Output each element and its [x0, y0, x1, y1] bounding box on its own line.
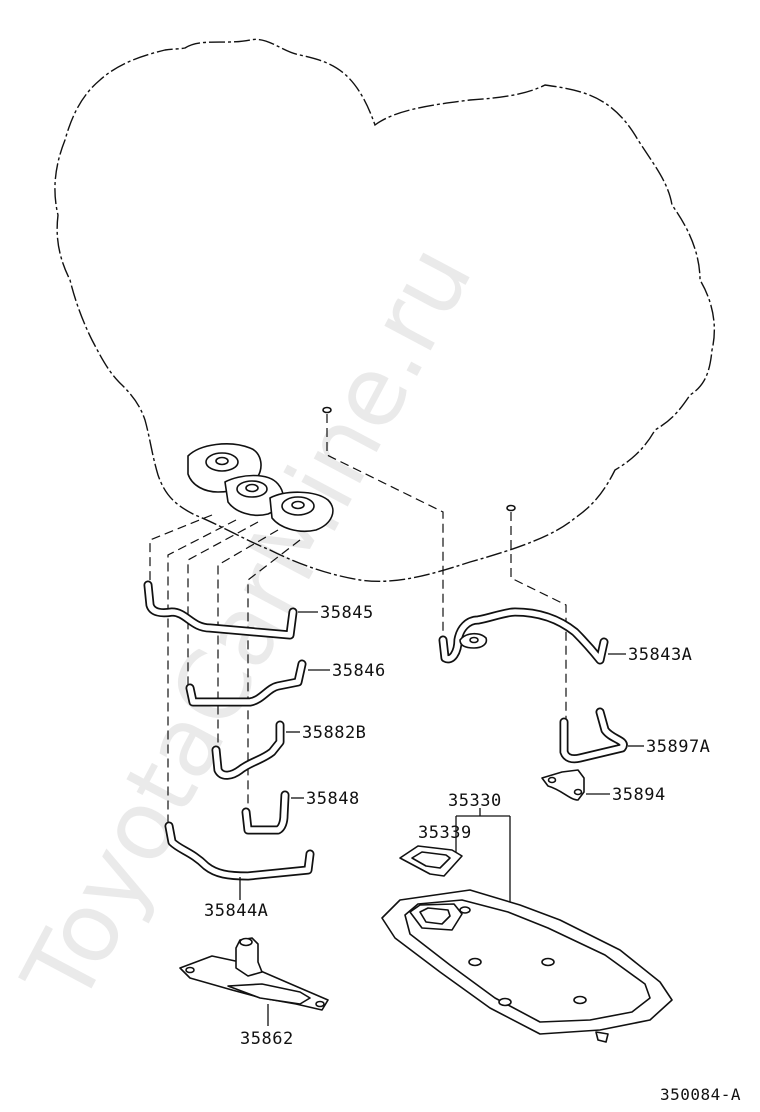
pipe-35897a — [559, 707, 628, 764]
label-35897a: 35897A — [646, 737, 710, 757]
pipe-35844a — [164, 821, 315, 881]
dowel-pin-left — [322, 406, 332, 414]
label-35882b: 35882B — [302, 723, 366, 743]
label-35894: 35894 — [612, 785, 666, 805]
label-35843a: 35843A — [628, 645, 692, 665]
pipe-35848 — [241, 790, 290, 835]
label-35845: 35845 — [320, 603, 374, 623]
pipe-35843a — [438, 607, 609, 665]
bracket-35894 — [541, 769, 585, 801]
label-35339: 35339 — [418, 823, 472, 843]
pipe-35845 — [143, 580, 298, 640]
transmission-case-outline — [54, 38, 715, 583]
gasket-35339 — [399, 845, 463, 877]
bracket-35862 — [179, 937, 329, 1011]
label-35330: 35330 — [448, 791, 502, 811]
figure-id: 350084-A — [660, 1085, 741, 1104]
pipe-35846 — [185, 659, 307, 707]
label-35844a: 35844A — [204, 901, 268, 921]
accumulator-cluster — [187, 443, 334, 533]
label-35846: 35846 — [332, 661, 386, 681]
alignment-lines — [149, 414, 567, 830]
label-35862: 35862 — [240, 1029, 294, 1049]
pipe-35882b — [211, 720, 285, 780]
dowel-pin-right — [506, 504, 516, 512]
label-35848: 35848 — [306, 789, 360, 809]
oil-strainer-35330 — [381, 889, 673, 1043]
